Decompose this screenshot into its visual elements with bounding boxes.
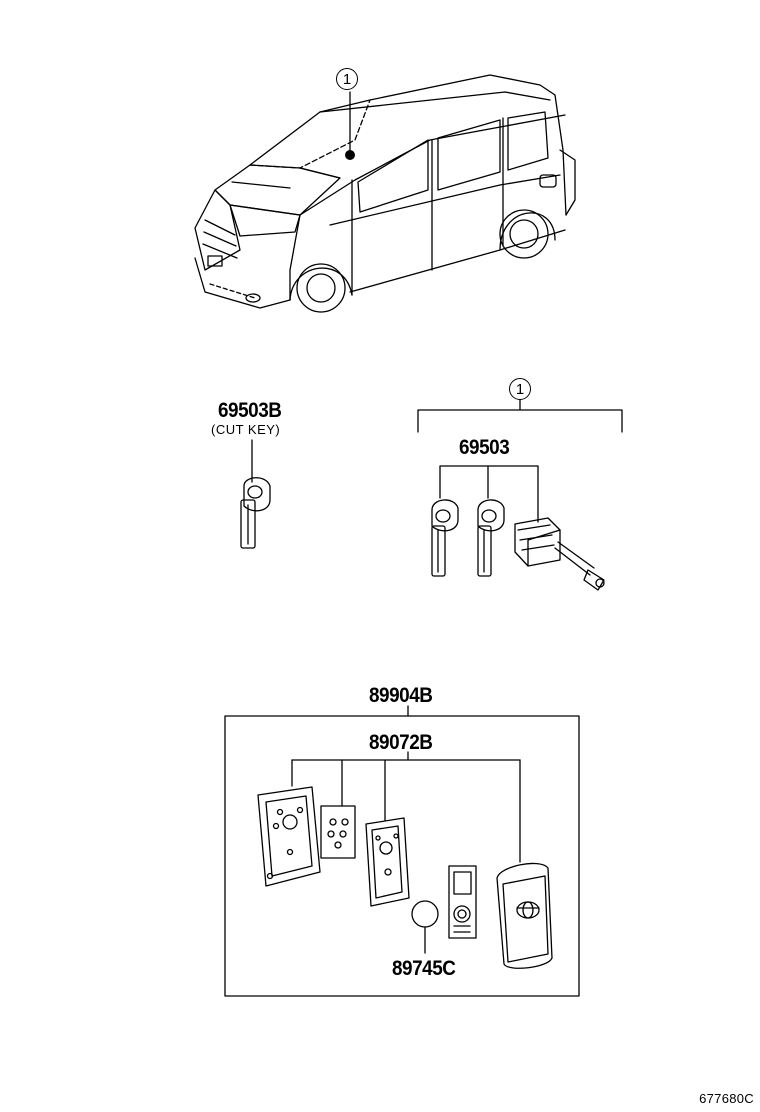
transmitter-housing-part-number[interactable]: 89072B [369, 731, 433, 754]
transmitter-illustration [224, 705, 580, 997]
cut-key-part-number[interactable]: 69503B [218, 399, 282, 422]
cut-key-note: (CUT KEY) [211, 422, 281, 437]
key-set-part-number[interactable]: 69503 [459, 436, 510, 459]
key-set-illustration [417, 399, 623, 591]
diagram-id: 677680C [699, 1091, 754, 1106]
cut-key-illustration [240, 439, 271, 549]
vehicle-callout-badge: 1 [336, 68, 358, 90]
battery-part-number[interactable]: 89745C [392, 957, 456, 980]
transmitter-assy-part-number[interactable]: 89904B [369, 684, 433, 707]
vehicle-illustration [194, 74, 576, 313]
key-set-callout-badge: 1 [509, 378, 531, 400]
